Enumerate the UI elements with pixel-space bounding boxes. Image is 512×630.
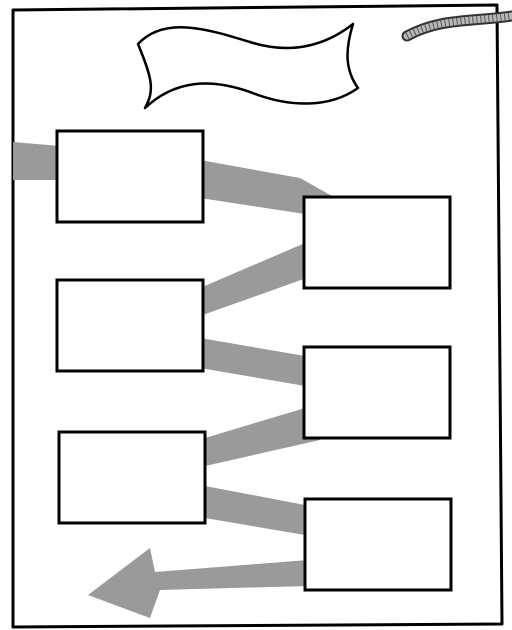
flow-box-3 <box>57 280 203 371</box>
flow-box-6 <box>305 499 451 590</box>
flow-box-5 <box>59 432 205 523</box>
flow-box-4 <box>304 347 450 438</box>
flow-box-2 <box>304 197 450 288</box>
flow-box-1 <box>57 131 203 222</box>
